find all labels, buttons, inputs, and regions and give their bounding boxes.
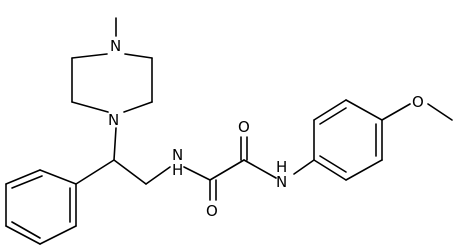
o-carbonyl-bottom-atom: O [206, 202, 218, 220]
o-methoxy-atom: O [412, 93, 424, 111]
piperazine-ring [71, 17, 153, 113]
oxalamide-core [183, 136, 277, 201]
n-amide-atom-left: N [172, 146, 183, 164]
ethyl-linker [75, 127, 171, 185]
h-amide-atom-left: H [172, 161, 183, 179]
n-amide-atom-right: N [276, 173, 287, 191]
phenyl-ring [5, 169, 77, 245]
o-carbonyl-top-atom: O [238, 118, 250, 136]
n-methyl-atom: N [110, 37, 121, 55]
h-amide-atom-right: H [276, 158, 287, 176]
n-ring-atom: N [108, 111, 119, 129]
methoxyphenyl-ring [293, 99, 453, 181]
